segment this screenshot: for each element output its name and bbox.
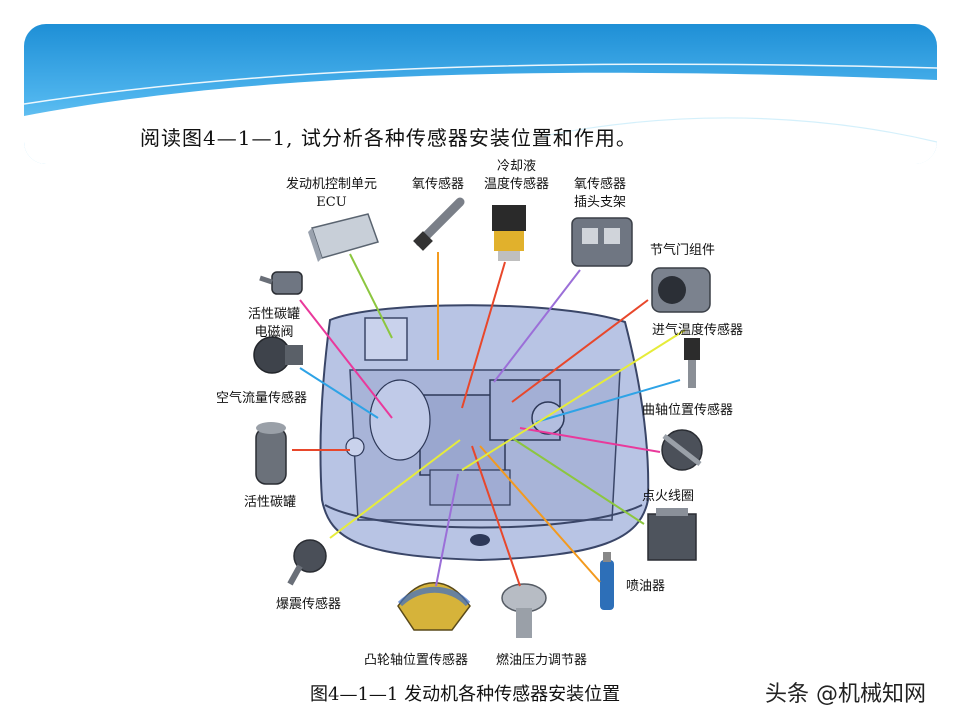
leader-fuel-reg: [471, 445, 521, 587]
label-cam-position: 凸轮轴位置传感器: [364, 653, 469, 668]
label-fuel-pressure-regulator: 燃油压力调节器: [496, 653, 588, 668]
car-engine-bay: [319, 304, 650, 562]
leader-coil: [511, 437, 645, 525]
label-fuel-injector: 喷油器: [626, 579, 666, 594]
label-coolant-temp: 冷却液温度传感器: [484, 159, 550, 192]
watermark: 头条 @机械知网: [765, 682, 926, 707]
canister-valve-icon: [259, 271, 303, 295]
label-knock-sensor: 爆震传感器: [276, 597, 342, 612]
maf-sensor-icon: [253, 336, 303, 374]
crank-sensor-icon: [661, 429, 703, 471]
ecu-icon: [308, 213, 379, 262]
intake-temp-sensor-icon: [684, 338, 700, 388]
header-banner: [24, 24, 937, 164]
label-o2-bracket: 氧传感器插头支架: [574, 177, 627, 210]
leader-cam: [435, 473, 459, 587]
leader-crank: [519, 427, 661, 453]
label-canister: 活性碳罐: [244, 495, 297, 510]
leader-canister-valve: [299, 299, 393, 419]
leader-ecu: [349, 253, 393, 339]
fuel-injector-icon: [600, 552, 614, 610]
throttle-body-icon: [651, 267, 711, 313]
leader-intake-yellow: [461, 329, 686, 471]
leader-knock: [329, 439, 461, 539]
ignition-coil-icon: [647, 508, 697, 561]
o2-sensor-icon: [413, 197, 465, 251]
leader-intake: [535, 379, 681, 423]
canister-icon: [255, 422, 287, 485]
figure-caption: 图4—1—1 发动机各种传感器安装位置: [310, 684, 621, 705]
leader-o2-bracket: [493, 269, 581, 383]
label-ignition-coil: 点火线圈: [642, 489, 695, 504]
label-o2-sensor: 氧传感器: [412, 177, 465, 192]
label-maf: 空气流量传感器: [216, 391, 308, 406]
label-canister-valve: 活性碳罐电磁阀: [248, 307, 301, 340]
o2-bracket-icon: [571, 217, 633, 267]
leader-coolant: [461, 261, 506, 409]
leader-maf: [299, 367, 379, 419]
banner-graphic: [24, 24, 937, 164]
cam-sensor-icon: [397, 582, 471, 631]
fuel-pressure-regulator-icon: [501, 583, 547, 638]
coolant-temp-sensor-icon: [492, 205, 526, 261]
leader-injector: [479, 445, 601, 583]
label-intake-temp: 进气温度传感器: [652, 323, 744, 338]
label-crank-position: 曲轴位置传感器: [642, 403, 734, 418]
knock-sensor-icon: [287, 539, 327, 586]
leader-throttle: [511, 299, 649, 403]
slide-title: 阅读图4—1—1, 试分析各种传感器安装位置和作用。: [140, 126, 637, 150]
label-throttle: 节气门组件: [650, 243, 716, 258]
leader-lines: [292, 252, 686, 587]
